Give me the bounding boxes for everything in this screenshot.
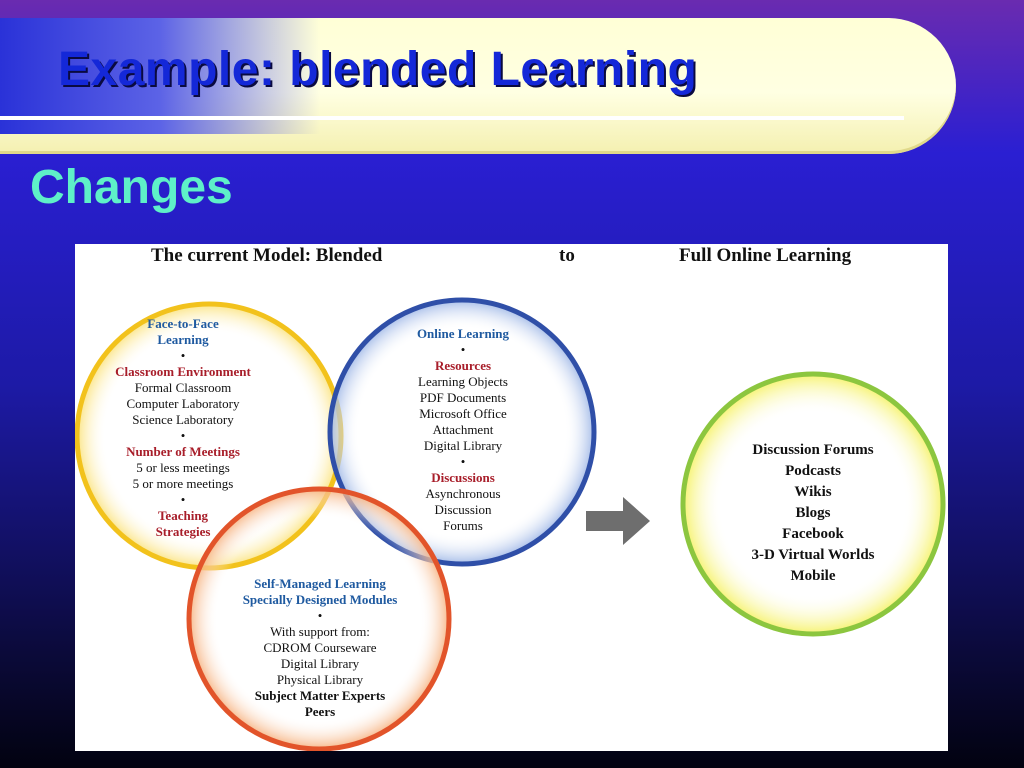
resources-title: Resources: [434, 358, 492, 373]
title-rule: [0, 116, 904, 120]
support-label: With support from:: [270, 624, 370, 639]
list-item: Digital Library: [423, 438, 503, 453]
bullet: •: [460, 342, 466, 357]
header-full-online: Full Online Learning: [679, 245, 852, 266]
list-item: Forums: [443, 518, 483, 533]
list-item: Subject Matter Experts: [254, 688, 386, 703]
face-to-face-heading: Face-to-Face: [147, 316, 219, 331]
header-to: to: [559, 245, 575, 266]
list-item: Discussion Forums: [752, 442, 874, 458]
list-item: Learning Objects: [418, 374, 508, 389]
list-item: 5 or less meetings: [136, 460, 230, 475]
list-item: Science Laboratory: [132, 412, 234, 427]
green-circle: [680, 371, 946, 637]
diagram-shapes: [75, 297, 946, 751]
teaching-strategies-title-2: Strategies: [155, 524, 211, 539]
blended-learning-diagram: The current Model: Blended to Full Onlin…: [75, 244, 948, 751]
list-item: Podcasts: [785, 463, 841, 479]
list-item: Digital Library: [280, 656, 360, 671]
specially-designed-heading: Specially Designed Modules: [242, 592, 398, 607]
list-item: Blogs: [795, 505, 831, 521]
list-item: Wikis: [794, 484, 832, 500]
classroom-environment-title: Classroom Environment: [115, 364, 251, 379]
list-item: PDF Documents: [419, 390, 507, 405]
bullet: •: [180, 348, 186, 363]
list-item: Physical Library: [276, 672, 364, 687]
bullet: •: [180, 492, 186, 507]
right-arrow-icon: [586, 497, 650, 545]
list-item: Computer Laboratory: [126, 396, 240, 411]
bullet: •: [317, 608, 323, 623]
number-of-meetings-title: Number of Meetings: [126, 444, 240, 459]
list-item: Microsoft Office: [419, 406, 507, 421]
orange-circle-text: Self-Managed Learning Specially Designed…: [205, 576, 435, 720]
discussions-title: Discussions: [431, 470, 495, 485]
blue-circle: [327, 297, 597, 567]
yellow-circle-text: Face-to-Face Learning • Classroom Enviro…: [83, 316, 283, 540]
list-item: CDROM Courseware: [263, 640, 377, 655]
list-item: Formal Classroom: [134, 380, 232, 395]
online-learning-heading: Online Learning: [416, 326, 510, 341]
list-item: Asynchronous: [425, 486, 501, 501]
bullet: •: [460, 454, 466, 469]
self-managed-heading: Self-Managed Learning: [254, 576, 386, 591]
header-current-model: The current Model: Blended: [151, 245, 383, 266]
slide-title: Example: blended Learning: [58, 43, 698, 96]
blue-circle-text: Online Learning • Resources Learning Obj…: [373, 326, 553, 534]
title-band: [0, 18, 956, 154]
orange-circle: [186, 486, 452, 751]
list-item: Attachment: [432, 422, 494, 437]
list-item: Discussion: [434, 502, 492, 517]
bullet: •: [180, 428, 186, 443]
list-item: Facebook: [782, 526, 844, 542]
teaching-strategies-title: Teaching: [157, 508, 209, 523]
list-item: 3-D Virtual Worlds: [751, 547, 875, 563]
list-item: 5 or more meetings: [132, 476, 234, 491]
face-to-face-heading-2: Learning: [157, 332, 209, 347]
list-item: Mobile: [790, 568, 836, 584]
list-item: Peers: [304, 704, 336, 719]
green-circle-list: Discussion Forums Podcasts Wikis Blogs F…: [723, 440, 903, 587]
slide-subtitle: Changes: [30, 161, 233, 214]
